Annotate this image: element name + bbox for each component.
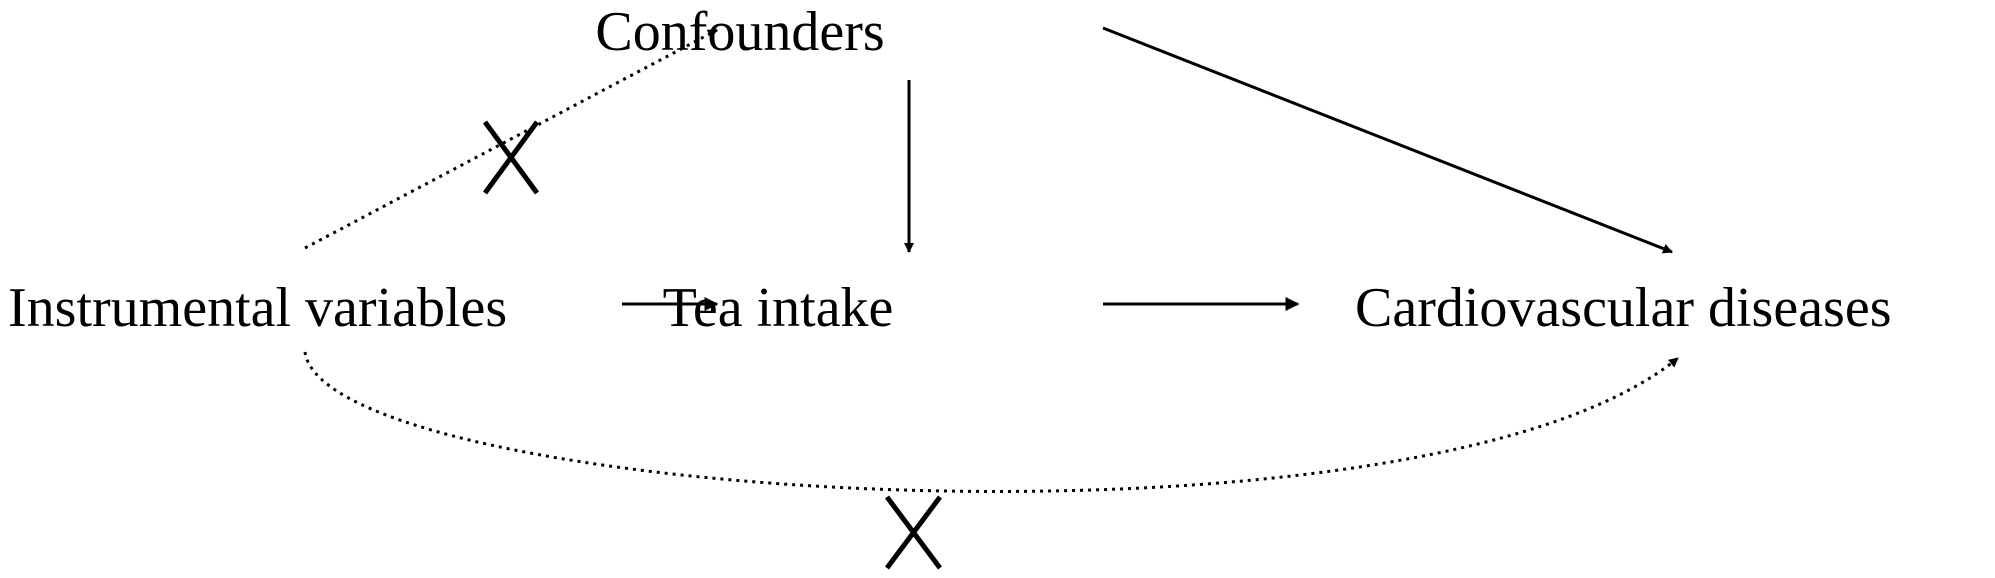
node-cardiovascular-diseases: Cardiovascular diseases <box>1355 277 1891 339</box>
blocked-x-mark-lower <box>884 495 943 570</box>
arrow-instrumental-to-cardiovascular-dotted <box>303 351 1679 493</box>
arrow-instrumental-to-confounders-dotted <box>304 28 718 250</box>
node-confounders: Confounders <box>595 1 884 63</box>
blocked-x-mark-upper <box>482 120 540 195</box>
node-instrumental-variables: Instrumental variables <box>8 277 507 339</box>
node-tea-intake: Tea intake <box>663 277 894 339</box>
arrow-confounders-to-cardiovascular <box>1102 26 1673 254</box>
